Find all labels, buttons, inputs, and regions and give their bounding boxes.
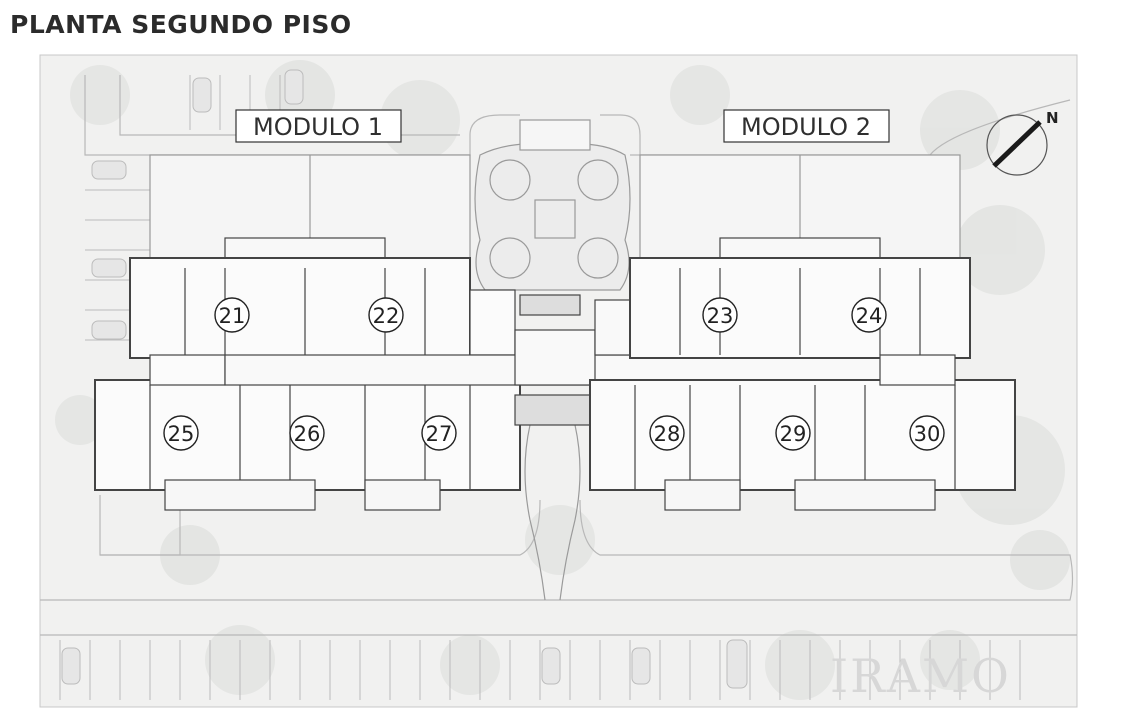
unit-number: 29 — [780, 422, 807, 446]
unit-number: 25 — [168, 422, 195, 446]
page-title: PLANTA SEGUNDO PISO — [10, 10, 352, 39]
north-arrow-icon: N — [986, 109, 1059, 176]
central-corridor — [224, 294, 896, 426]
module-1-text: MODULO 1 — [253, 113, 383, 141]
unit-number: 30 — [914, 422, 941, 446]
module-1-label: MODULO 1 — [235, 109, 402, 143]
unit-number: 22 — [373, 304, 400, 328]
parked-cars — [61, 69, 748, 689]
unit-number: 21 — [219, 304, 246, 328]
unit-number: 27 — [426, 422, 453, 446]
module-2-label: MODULO 2 — [723, 109, 890, 143]
watermark-logo: IRAMO — [830, 649, 1011, 703]
central-courtyard — [474, 119, 631, 601]
unit-marker-29: 29 — [775, 415, 811, 451]
unit-number: 28 — [654, 422, 681, 446]
parking-stalls — [59, 75, 1021, 700]
unit-marker-25: 25 — [163, 415, 199, 451]
unit-marker-27: 27 — [421, 415, 457, 451]
unit-marker-21: 21 — [214, 297, 250, 333]
unit-marker-22: 22 — [368, 297, 404, 333]
unit-marker-28: 28 — [649, 415, 685, 451]
site-paths — [40, 75, 1077, 636]
module-1-building — [94, 154, 521, 511]
unit-number: 26 — [294, 422, 321, 446]
unit-number: 24 — [856, 304, 883, 328]
unit-marker-26: 26 — [289, 415, 325, 451]
module-2-building — [589, 154, 1016, 511]
module-2-text: MODULO 2 — [741, 113, 871, 141]
north-label: N — [1046, 109, 1059, 127]
unit-marker-23: 23 — [702, 297, 738, 333]
unit-number: 23 — [707, 304, 734, 328]
unit-marker-30: 30 — [909, 415, 945, 451]
unit-marker-24: 24 — [851, 297, 887, 333]
